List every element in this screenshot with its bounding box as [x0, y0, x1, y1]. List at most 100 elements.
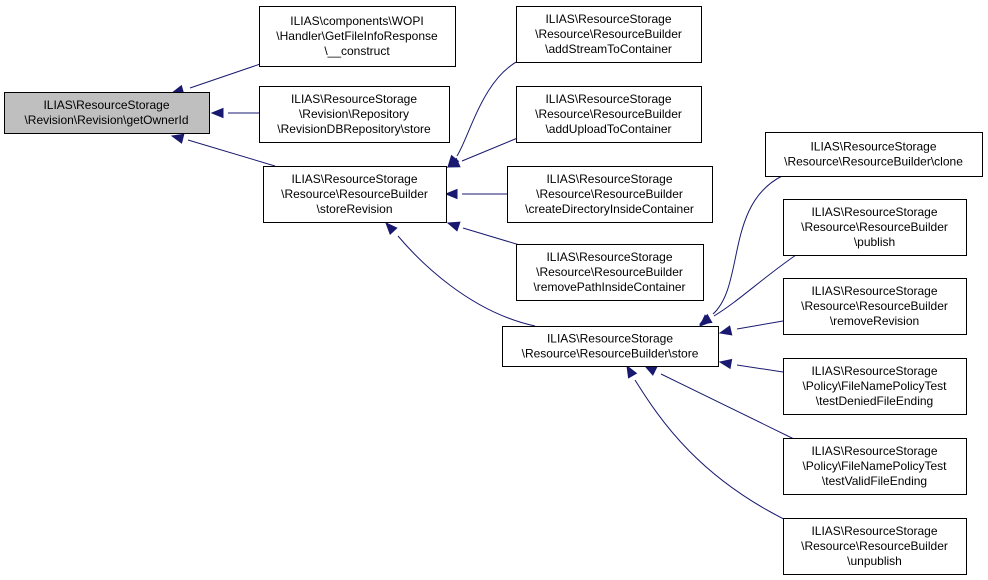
- node-label-line: \__construct: [324, 44, 390, 58]
- edge-line: [660, 373, 797, 441]
- node-label-line: \createDirectoryInsideContainer: [525, 202, 694, 216]
- edge-n4-n3: [447, 59, 521, 169]
- node-label-line: \removePathInsideContainer: [533, 280, 685, 294]
- arrowhead-icon: [444, 188, 458, 200]
- node-label-line: ILIAS\ResourceStorage: [811, 284, 937, 298]
- node-box: [783, 278, 967, 335]
- node-test-denied-file-ending[interactable]: ILIAS\ResourceStorage\Policy\FileNamePol…: [783, 358, 967, 415]
- node-label-line: \unpublish: [847, 554, 902, 568]
- node-label-line: ILIAS\ResourceStorage: [291, 92, 417, 106]
- node-label-line: \publish: [854, 235, 895, 249]
- arrowhead-icon: [210, 107, 224, 119]
- node-box: [516, 86, 702, 143]
- node-label-line: ILIAS\ResourceStorage: [545, 92, 671, 106]
- node-box: [765, 132, 983, 177]
- node-label-line: \addUploadToContainer: [545, 122, 671, 136]
- edge-n1-n0: [170, 59, 273, 95]
- edge-n5-n3: [446, 136, 521, 168]
- node-label-line: \Resource\ResourceBuilder\store: [522, 347, 699, 361]
- edge-line: [713, 254, 797, 317]
- edge-n13-n8: [643, 365, 797, 441]
- node-label-line: \Resource\ResourceBuilder: [536, 265, 683, 279]
- edge-n12-n8: [718, 358, 784, 373]
- edge-n11-n8: [718, 320, 784, 336]
- node-label-line: ILIAS\ResourceStorage: [811, 205, 937, 219]
- edge-n7-n3: [446, 221, 524, 247]
- node-label-line: ILIAS\ResourceStorage: [811, 444, 937, 458]
- edge-line: [736, 320, 784, 330]
- arrowhead-icon: [626, 364, 638, 379]
- edge-line: [461, 136, 521, 162]
- arrowhead-icon: [718, 325, 733, 336]
- node-label-line: \Handler\GetFileInfoResponse: [276, 29, 438, 43]
- node-box: [783, 438, 967, 495]
- node-label-line: \Resource\ResourceBuilder: [536, 187, 683, 201]
- arrowhead-icon: [718, 358, 733, 370]
- arrowhead-icon: [698, 313, 713, 325]
- node-box: [4, 92, 210, 134]
- node-clone[interactable]: ILIAS\ResourceStorage\Resource\ResourceB…: [765, 132, 983, 177]
- edge-n3-n0: [170, 133, 276, 167]
- arrowhead-icon: [385, 222, 398, 236]
- node-label-line: ILIAS\ResourceStorage: [545, 12, 671, 26]
- node-label-line: \addStreamToContainer: [545, 42, 672, 56]
- node-label-line: ILIAS\ResourceStorage: [43, 98, 169, 112]
- node-label-line: \Policy\FileNamePolicyTest: [802, 459, 947, 473]
- node-box: [259, 6, 456, 67]
- edge-n8-n3: [385, 222, 536, 327]
- node-label-line: ILIAS\ResourceStorage: [291, 172, 417, 186]
- node-box: [783, 199, 967, 256]
- node-get-owner-id[interactable]: ILIAS\ResourceStorage\Revision\Revision\…: [4, 92, 210, 134]
- node-remove-revision[interactable]: ILIAS\ResourceStorage\Resource\ResourceB…: [783, 278, 967, 335]
- node-label-line: ILIAS\ResourceStorage: [546, 172, 672, 186]
- node-create-directory-inside-container[interactable]: ILIAS\ResourceStorage\Resource\ResourceB…: [507, 166, 713, 223]
- node-label-line: \testDeniedFileEnding: [816, 394, 933, 408]
- node-label-line: \RevisionDBRepository\store: [277, 122, 431, 136]
- node-label-line: \Revision\Revision\getOwnerId: [24, 113, 188, 127]
- edge-line: [462, 227, 524, 247]
- node-label-line: \Resource\ResourceBuilder\clone: [784, 155, 963, 169]
- node-label-line: \removeRevision: [830, 314, 919, 328]
- node-box: [783, 518, 967, 575]
- node-label-line: ILIAS\ResourceStorage: [811, 364, 937, 378]
- edge-line: [456, 59, 521, 157]
- node-label-line: \Resource\ResourceBuilder: [281, 187, 428, 201]
- arrowhead-icon: [446, 221, 461, 232]
- node-label-line: \Policy\FileNamePolicyTest: [802, 379, 947, 393]
- node-publish[interactable]: ILIAS\ResourceStorage\Resource\ResourceB…: [783, 199, 967, 256]
- node-label-line: ILIAS\components\WOPI: [290, 14, 423, 28]
- node-label-line: \Resource\ResourceBuilder: [535, 27, 682, 41]
- node-label-line: \storeRevision: [316, 202, 392, 216]
- node-label-line: \Resource\ResourceBuilder: [801, 299, 948, 313]
- node-label-line: ILIAS\ResourceStorage: [810, 140, 936, 154]
- node-add-upload-to-container[interactable]: ILIAS\ResourceStorage\Resource\ResourceB…: [516, 86, 702, 143]
- arrowhead-icon: [446, 157, 461, 168]
- node-label-line: \Revision\Repository: [299, 107, 409, 121]
- node-label-line: ILIAS\ResourceStorage: [811, 524, 937, 538]
- node-box: [259, 86, 450, 143]
- node-revision-db-repository-store[interactable]: ILIAS\ResourceStorage\Revision\Repositor…: [259, 86, 450, 143]
- edge-line: [187, 139, 276, 167]
- node-box: [502, 326, 719, 367]
- node-test-valid-file-ending[interactable]: ILIAS\ResourceStorage\Policy\FileNamePol…: [783, 438, 967, 495]
- node-get-file-info-response-construct[interactable]: ILIAS\components\WOPI\Handler\GetFileInf…: [259, 6, 456, 67]
- node-label-line: \Resource\ResourceBuilder: [801, 539, 948, 553]
- edge-line: [736, 364, 784, 373]
- edge-n2-n0: [210, 107, 259, 119]
- node-box: [783, 358, 967, 415]
- node-add-stream-to-container[interactable]: ILIAS\ResourceStorage\Resource\ResourceB…: [516, 6, 702, 63]
- node-resource-builder-store[interactable]: ILIAS\ResourceStorage\Resource\ResourceB…: [502, 326, 719, 367]
- node-label-line: \testValidFileEnding: [822, 474, 927, 488]
- edge-line: [712, 175, 783, 315]
- node-remove-path-inside-container[interactable]: ILIAS\ResourceStorage\Resource\ResourceB…: [516, 244, 704, 301]
- nodes-layer: ILIAS\ResourceStorage\Revision\Revision\…: [4, 6, 983, 575]
- edge-n14-n8: [626, 364, 797, 526]
- edges-layer: [170, 59, 797, 526]
- node-store-revision[interactable]: ILIAS\ResourceStorage\Resource\ResourceB…: [263, 166, 447, 223]
- node-label-line: \Resource\ResourceBuilder: [535, 107, 682, 121]
- arrowhead-icon: [170, 133, 185, 144]
- edge-n6-n3: [444, 188, 507, 200]
- edge-line: [634, 379, 797, 526]
- node-unpublish[interactable]: ILIAS\ResourceStorage\Resource\ResourceB…: [783, 518, 967, 575]
